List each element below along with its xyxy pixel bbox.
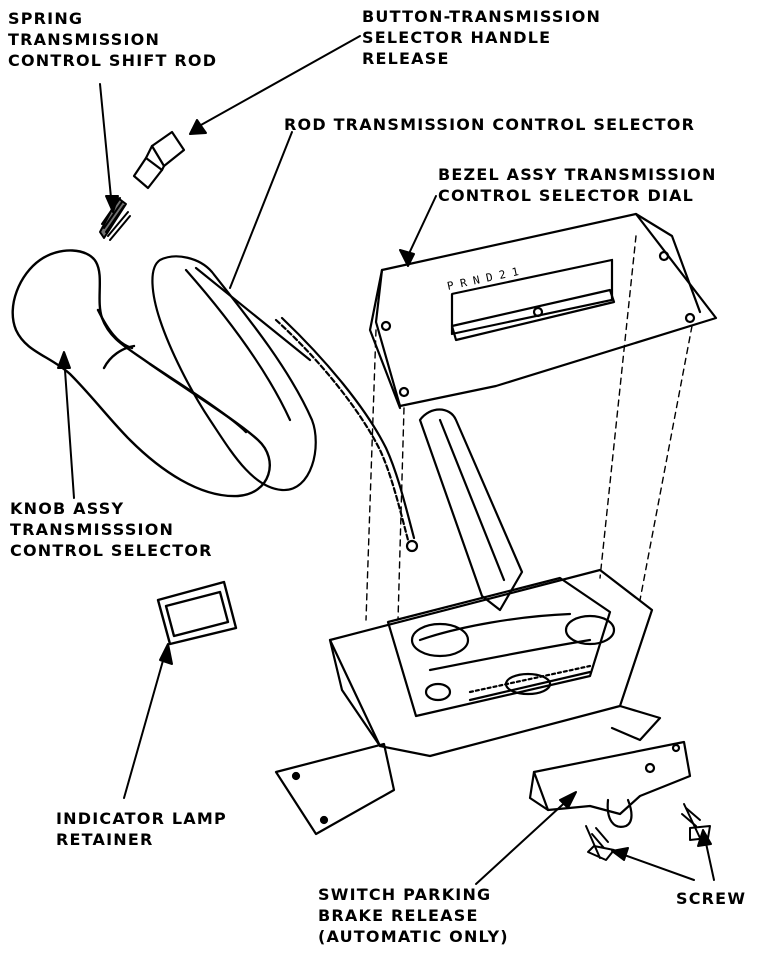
leader-switch [475, 795, 573, 885]
label-bezel-line2: CONTROL SELECTOR DIAL [438, 186, 695, 205]
label-button-line1: BUTTON-TRANSMISSION [362, 7, 602, 26]
label-lamp: INDICATOR LAMP RETAINER [56, 808, 227, 850]
label-lamp-line1: INDICATOR LAMP [56, 809, 227, 828]
label-spring: SPRING TRANSMISSION CONTROL SHIFT ROD [8, 8, 217, 71]
shift-lever [418, 408, 524, 612]
label-lamp-line2: RETAINER [56, 830, 154, 849]
arrowhead-switch [559, 791, 577, 809]
label-knob-line1: KNOB ASSY [10, 499, 125, 518]
assembly-guide-lines [365, 235, 693, 621]
screw-left [585, 825, 615, 861]
release-button-part [132, 130, 186, 190]
label-spring-line1: SPRING [8, 9, 84, 28]
label-bezel-line1: BEZEL ASSY TRANSMISSION [438, 165, 717, 184]
label-button-line3: RELEASE [362, 49, 450, 68]
label-screw-line1: SCREW [676, 889, 747, 908]
label-knob-line3: CONTROL SELECTOR [10, 541, 213, 560]
leader-lamp [123, 649, 167, 799]
dial-markings: P R N D 2 1 [446, 265, 520, 293]
selector-housing [274, 568, 662, 836]
bezel-assembly: P R N D 2 1 [368, 212, 718, 410]
leader-screw-left [615, 851, 695, 881]
spring-part [99, 197, 131, 241]
label-screw: SCREW [676, 888, 746, 909]
label-switch: SWITCH PARKING BRAKE RELEASE (AUTOMATIC … [318, 884, 509, 947]
label-switch-line2: BRAKE RELEASE [318, 906, 479, 925]
leader-rod [229, 131, 293, 289]
leader-button [191, 35, 361, 131]
label-knob: KNOB ASSY TRANSMISSSION CONTROL SELECTOR [10, 498, 213, 561]
leader-spring [99, 83, 113, 209]
screw-right [681, 803, 711, 841]
arrowhead-bezel [399, 249, 415, 267]
label-button: BUTTON-TRANSMISSION SELECTOR HANDLE RELE… [362, 6, 601, 69]
arrowhead-lamp [159, 643, 173, 665]
selector-rod [151, 255, 419, 553]
label-rod: ROD TRANSMISSION CONTROL SELECTOR [284, 114, 695, 135]
park-brake-switch [528, 740, 692, 828]
arrowhead-button [189, 119, 207, 135]
leader-lines [57, 35, 715, 885]
label-switch-line3: (AUTOMATIC ONLY) [318, 927, 509, 946]
leader-knob [63, 355, 75, 499]
leader-bezel [405, 195, 437, 261]
label-knob-line2: TRANSMISSSION [10, 520, 175, 539]
label-switch-line1: SWITCH PARKING [318, 885, 492, 904]
label-spring-line2: TRANSMISSION [8, 30, 161, 49]
label-rod-line1: ROD TRANSMISSION CONTROL SELECTOR [284, 115, 696, 134]
label-bezel: BEZEL ASSY TRANSMISSION CONTROL SELECTOR… [438, 164, 717, 206]
label-spring-line3: CONTROL SHIFT ROD [8, 51, 218, 70]
label-button-line2: SELECTOR HANDLE [362, 28, 552, 47]
lamp-retainer-part [156, 580, 238, 646]
arrowhead-screw-left [611, 847, 629, 861]
